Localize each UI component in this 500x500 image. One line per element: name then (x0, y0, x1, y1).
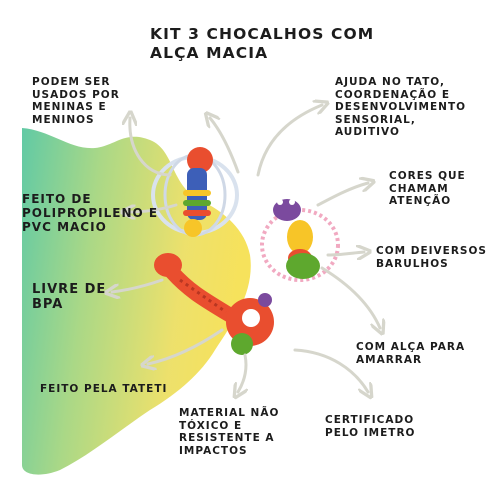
label-line: PVC MACIO (22, 220, 107, 234)
label-com-alca-para-amarrar: COM ALÇA PARA AMARRAR (356, 341, 465, 366)
label-line: FEITO PELA TATETI (40, 383, 168, 395)
arrow-podem (130, 118, 172, 177)
label-ajuda-no-tato: AJUDA NO TATO, COORDENAÇÃO E DESENVOLVIM… (335, 76, 466, 139)
label-line: MENINOS (32, 113, 95, 126)
arrow-material (238, 353, 246, 392)
label-line: COM DEIVERSOS (376, 245, 487, 257)
arrow-feito-de (128, 203, 178, 212)
label-line: USADOS POR (32, 88, 120, 101)
label-line: AJUDA NO TATO, (335, 76, 445, 88)
label-line: TÓXICO E (179, 419, 243, 432)
label-line: AMARRAR (356, 353, 423, 366)
arrow-bpa (112, 278, 164, 292)
title-line-2: ALÇA MACIA (150, 44, 269, 62)
label-line: ATENÇÃO (389, 195, 452, 207)
label-line: BARULHOS (376, 257, 449, 270)
label-line: DESENVOLVIMENTO (335, 101, 467, 113)
label-line: BPA (32, 297, 64, 312)
label-podem-ser-usados: PODEM SER USADOS POR MENINAS E MENINOS (32, 76, 120, 126)
label-material-nao-toxico: MATERIAL NÃO TÓXICO E RESISTENTE A IMPAC… (179, 407, 279, 457)
label-line: CERTIFICADO (325, 414, 415, 426)
label-line: SENSORIAL, (335, 113, 416, 126)
label-line: FEITO DE (22, 192, 92, 206)
ring-rattle-illustration (151, 147, 239, 237)
label-line: MATERIAL NÃO (179, 407, 280, 419)
title-line-1: KIT 3 CHOCALHOS COM (150, 25, 375, 43)
label-line: PODEM SER (32, 76, 111, 88)
label-certificado-imetro: CERTIFICADO PELO IMETRO (325, 414, 415, 439)
arrow-cores (316, 183, 368, 207)
label-livre-de-bpa: LIVRE DE BPA (32, 282, 106, 312)
arrow-top-center (210, 118, 240, 174)
label-line: POLIPROPILENO E (22, 206, 159, 220)
label-line: COM ALÇA PARA (356, 341, 466, 353)
label-line: COORDENAÇÃO E (335, 88, 451, 101)
label-line: CORES QUE (389, 170, 466, 182)
label-line: IMPACTOS (179, 444, 248, 457)
label-line: PELO IMETRO (325, 426, 416, 439)
label-feito-pela-tateti: FEITO PELA TATETI (40, 383, 167, 396)
label-com-deiversos-barulhos: COM DEIVERSOS BARULHOS (376, 245, 487, 270)
label-cores-que-chamam: CORES QUE CHAMAM ATENÇÃO (389, 170, 466, 208)
arrow-barulhos (326, 252, 364, 255)
dumbbell-rattle-illustration (154, 253, 274, 355)
arrow-ajuda (256, 105, 322, 177)
page-title: KIT 3 CHOCALHOS COM ALÇA MACIA (150, 25, 410, 63)
label-line: MENINAS E (32, 101, 107, 113)
label-line: AUDITIVO (335, 126, 400, 138)
hippo-rattle-illustration (260, 199, 340, 282)
arrow-certificado (293, 348, 368, 392)
arrow-alca (320, 266, 380, 328)
arrow-tateti (148, 328, 224, 364)
label-line: RESISTENTE A (179, 432, 275, 444)
label-line: CHAMAM (389, 182, 449, 195)
callout-arrows (112, 105, 380, 392)
label-feito-de: FEITO DE POLIPROPILENO E PVC MACIO (22, 192, 158, 234)
label-line: LIVRE DE (32, 282, 107, 297)
